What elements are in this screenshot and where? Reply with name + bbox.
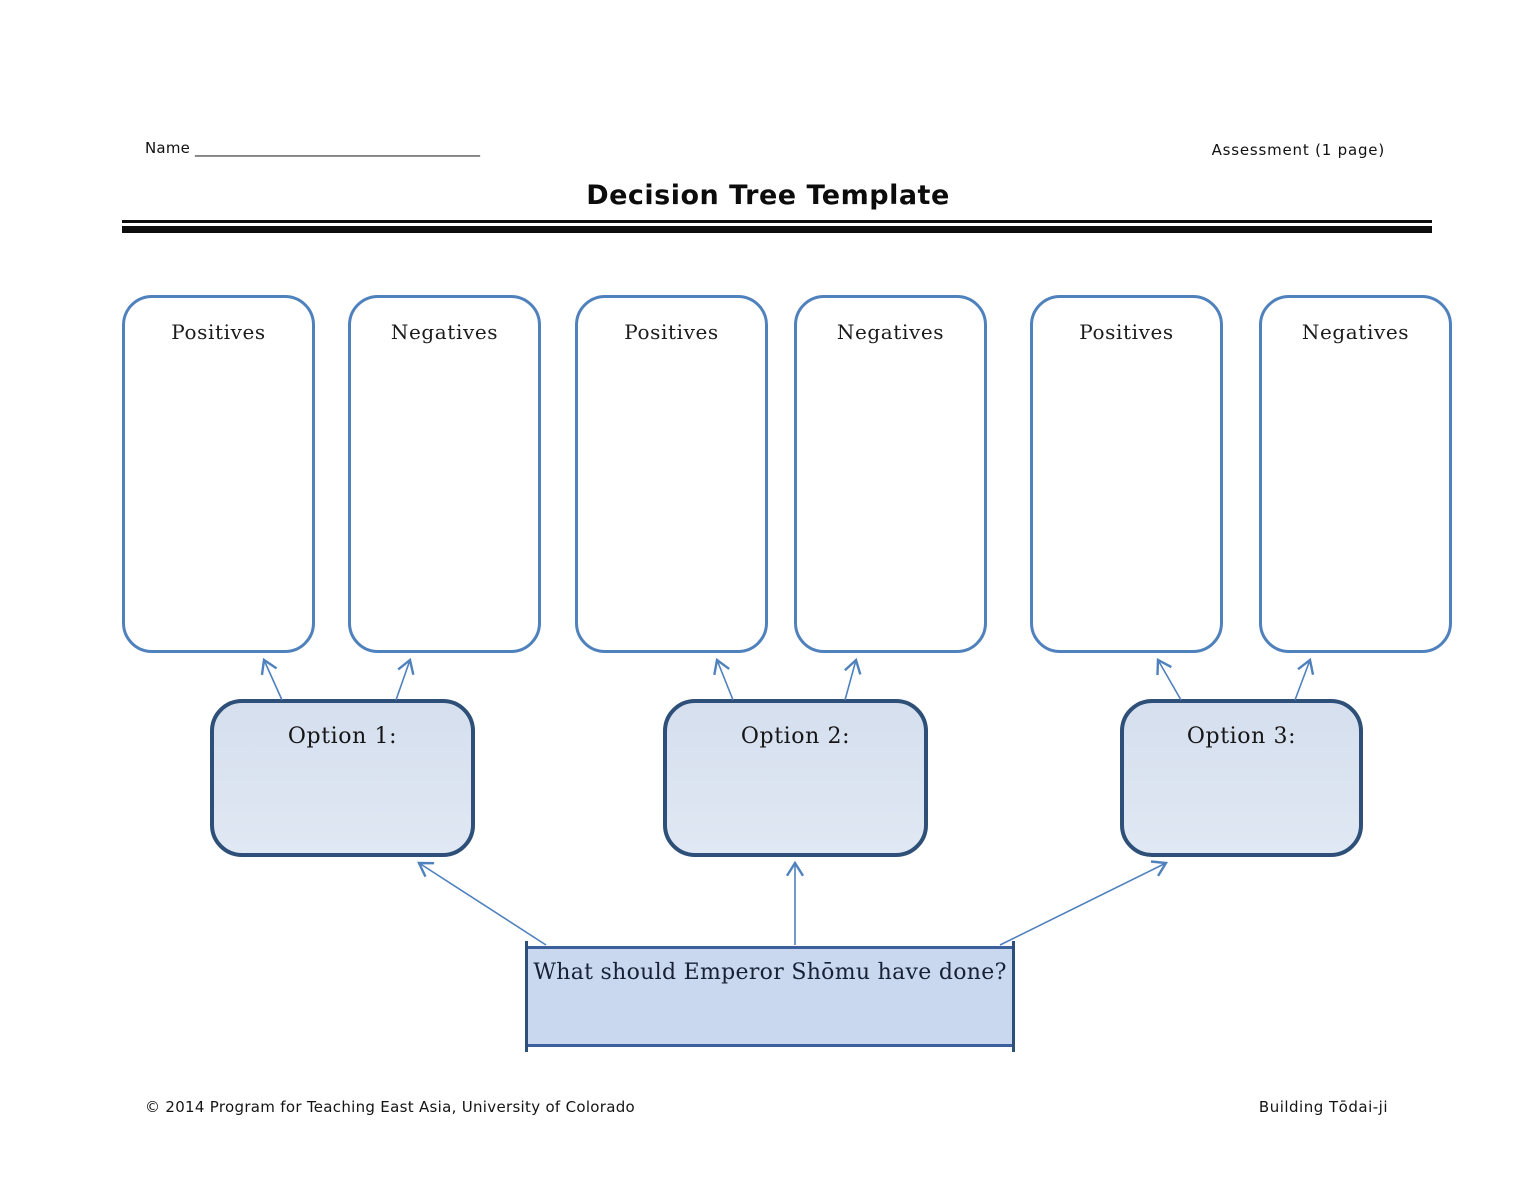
copyright-text: © 2014 Program for Teaching East Asia, U… xyxy=(145,1098,636,1116)
negatives-box-option2[interactable]: Negatives xyxy=(794,295,987,653)
arrow-option2-to-positives2 xyxy=(713,657,734,701)
option1-label: Option 1: xyxy=(287,724,398,749)
arrow-option1-to-negatives1 xyxy=(395,657,415,701)
option3-box[interactable]: Option 3: xyxy=(1120,699,1363,857)
question-box: What should Emperor Shōmu have done? xyxy=(525,941,1015,1052)
arrow-option2-to-negatives2 xyxy=(844,657,862,701)
option1-box[interactable]: Option 1: xyxy=(210,699,475,857)
negatives-label: Negatives xyxy=(390,320,499,344)
positives-label: Positives xyxy=(171,320,266,344)
option2-label: Option 2: xyxy=(740,724,851,749)
arrow-option1-to-positives1 xyxy=(260,657,283,701)
divider-thin-line xyxy=(122,220,1432,223)
negatives-label: Negatives xyxy=(1301,320,1410,344)
positives-box-option2[interactable]: Positives xyxy=(575,295,768,653)
name-field-row: Name ___________________________________… xyxy=(145,139,480,157)
divider-thick-line xyxy=(122,226,1432,233)
arrow-option3-to-negatives3 xyxy=(1294,657,1315,701)
name-blank-line[interactable]: ______________________________________ xyxy=(195,139,481,157)
arrow-option3-to-positives3 xyxy=(1156,658,1182,701)
negatives-label: Negatives xyxy=(836,320,945,344)
question-text: What should Emperor Shōmu have done? xyxy=(533,960,1007,985)
positives-box-option3[interactable]: Positives xyxy=(1030,295,1223,653)
unit-title-text: Building Tōdai-ji xyxy=(1258,1098,1388,1116)
positives-label: Positives xyxy=(1079,320,1174,344)
option3-label: Option 3: xyxy=(1186,724,1297,749)
assessment-note: Assessment (1 page) xyxy=(1211,141,1385,159)
arrow-question-to-option3 xyxy=(999,860,1169,946)
positives-label: Positives xyxy=(624,320,719,344)
arrow-question-to-option1 xyxy=(417,861,547,946)
page-title: Decision Tree Template xyxy=(586,180,950,211)
positives-box-option1[interactable]: Positives xyxy=(122,295,315,653)
negatives-box-option1[interactable]: Negatives xyxy=(348,295,541,653)
name-label: Name xyxy=(145,139,191,157)
negatives-box-option3[interactable]: Negatives xyxy=(1259,295,1452,653)
option2-box[interactable]: Option 2: xyxy=(663,699,928,857)
title-divider xyxy=(122,220,1432,233)
